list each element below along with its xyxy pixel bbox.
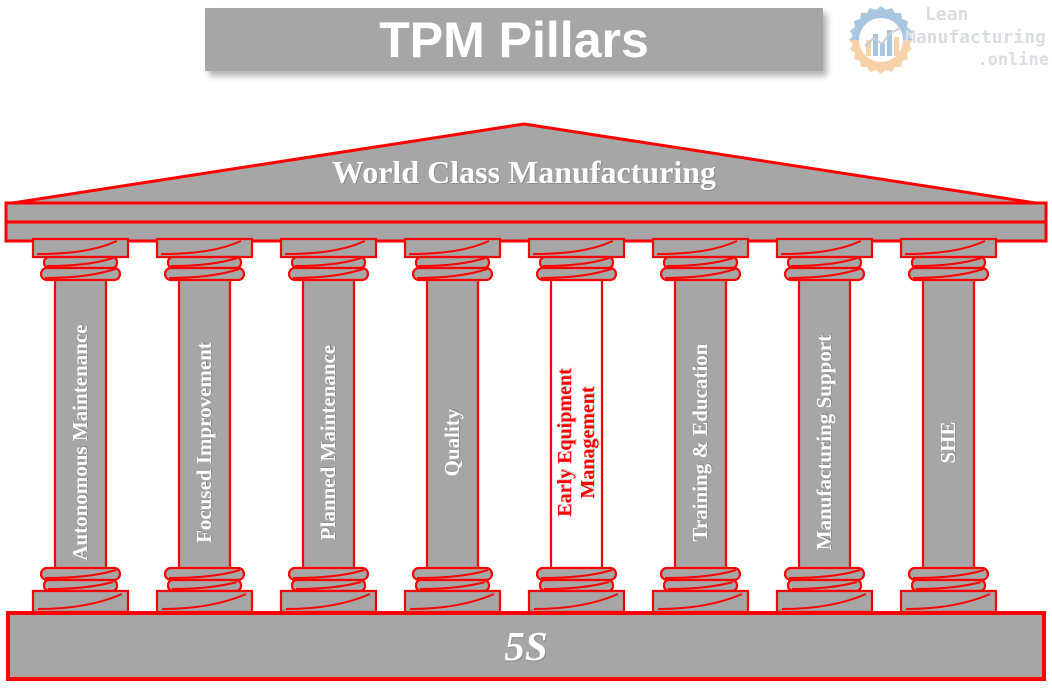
entablature bbox=[4, 201, 1048, 243]
foundation bbox=[6, 611, 1046, 681]
header: TPM Pillars bbox=[0, 0, 1052, 95]
logo-wordmark: Lean Manufacturing .online bbox=[905, 3, 1051, 79]
pillar-group-5[interactable] bbox=[527, 237, 626, 614]
pediment-label: World Class Manufacturing bbox=[331, 153, 717, 190]
pediment-label-wrap: World Class Manufacturing bbox=[6, 143, 1042, 201]
pillar-group-2[interactable] bbox=[155, 237, 254, 614]
pillar-group-3[interactable] bbox=[279, 237, 378, 614]
foundation-label: 5S bbox=[504, 623, 548, 669]
logo-line-lean: Lean bbox=[925, 4, 969, 25]
foundation-label-wrap: 5S bbox=[8, 613, 1044, 679]
logo-line-online: .online bbox=[977, 50, 1049, 70]
pillar-group-6[interactable] bbox=[651, 237, 750, 614]
pillar-group-1[interactable] bbox=[31, 237, 130, 614]
site-logo[interactable]: Lean Manufacturing .online bbox=[845, 2, 1050, 80]
pillar-group-7[interactable] bbox=[775, 237, 874, 614]
title-banner: TPM Pillars bbox=[205, 8, 823, 71]
logo-line-manufacturing: Manufacturing bbox=[905, 27, 1046, 48]
tpm-temple-diagram: World Class Manufacturing 5S Autonomous … bbox=[0, 95, 1052, 688]
page-title: TPM Pillars bbox=[379, 11, 649, 68]
gear-chart-icon bbox=[845, 4, 917, 76]
pillar-group-4[interactable] bbox=[403, 237, 502, 614]
pillar-group-8[interactable] bbox=[899, 237, 998, 614]
